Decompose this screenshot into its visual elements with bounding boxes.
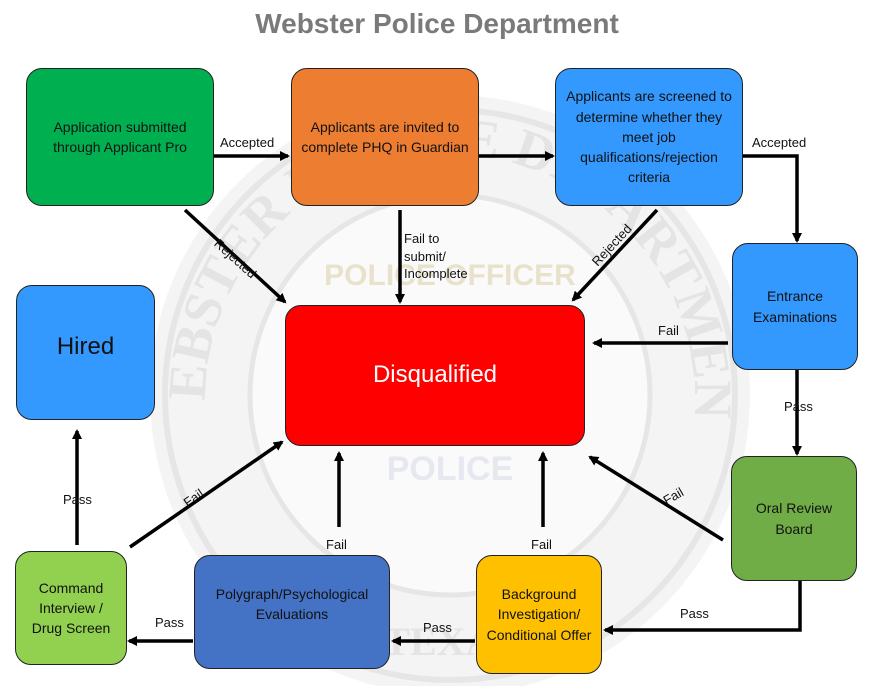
edge-label-accepted-2: Accepted [752,135,807,150]
edge-label-accepted-1: Accepted [220,135,275,150]
node-polygraph-psychological-label: Polygraph/Psychological Evaluations [215,586,369,623]
node-hired-label: Hired [56,333,115,360]
arrow-oral-pass [603,580,802,635]
edge-label-pass-entrance: Pass [784,399,813,414]
page-title: Webster Police Department [255,8,619,39]
node-command-interview: Command Interview / Drug Screen [15,551,127,665]
edge-label-pass-oral: Pass [680,606,709,621]
edge-label-fail-polygraph: Fail [326,537,347,552]
arrow-command-fail [129,440,284,549]
node-hired: Hired [16,285,155,420]
node-phq-invite-label: Applicants are invited to complete PHQ i… [301,118,469,155]
node-disqualified-label: Disqualified [372,361,498,389]
edge-label-fail-entrance: Fail [658,323,679,338]
node-screening: Applicants are screened to determine whe… [555,68,743,206]
edge-label-pass-background: Pass [423,620,452,635]
node-polygraph-psychological: Polygraph/Psychological Evaluations [194,555,390,669]
arrow-screening-to-entrance [743,154,802,243]
node-application-submitted-label: Application submitted through Applicant … [53,118,187,155]
node-application-submitted: Application submitted through Applicant … [26,68,214,206]
seal-inner-text: POLICE OFFICER [324,259,576,292]
node-oral-review-board: Oral Review Board [731,456,857,581]
node-screening-label: Applicants are screened to determine whe… [566,88,732,186]
node-oral-review-board-label: Oral Review Board [755,500,833,537]
edge-label-fail-submit: Fail to submit/ Incomplete [404,231,468,282]
edge-label-pass-polygraph: Pass [155,615,184,630]
node-entrance-examinations-label: Entrance Examinations [752,288,838,325]
arrow-oral-fail [588,455,724,542]
edge-label-fail-background: Fail [531,537,552,552]
seal-center-text: POLICE [387,450,514,488]
node-background-investigation: Background Investigation/ Conditional Of… [476,555,602,674]
edge-label-pass-command: Pass [63,492,92,507]
node-phq-invite: Applicants are invited to complete PHQ i… [291,68,479,206]
node-disqualified: Disqualified [285,305,585,446]
node-entrance-examinations: Entrance Examinations [732,243,858,370]
node-command-interview-label: Command Interview / Drug Screen [31,579,111,637]
node-background-investigation-label: Background Investigation/ Conditional Of… [486,586,592,643]
arrow-screening-rejected [571,208,659,302]
arrow-application-rejected [183,208,287,304]
